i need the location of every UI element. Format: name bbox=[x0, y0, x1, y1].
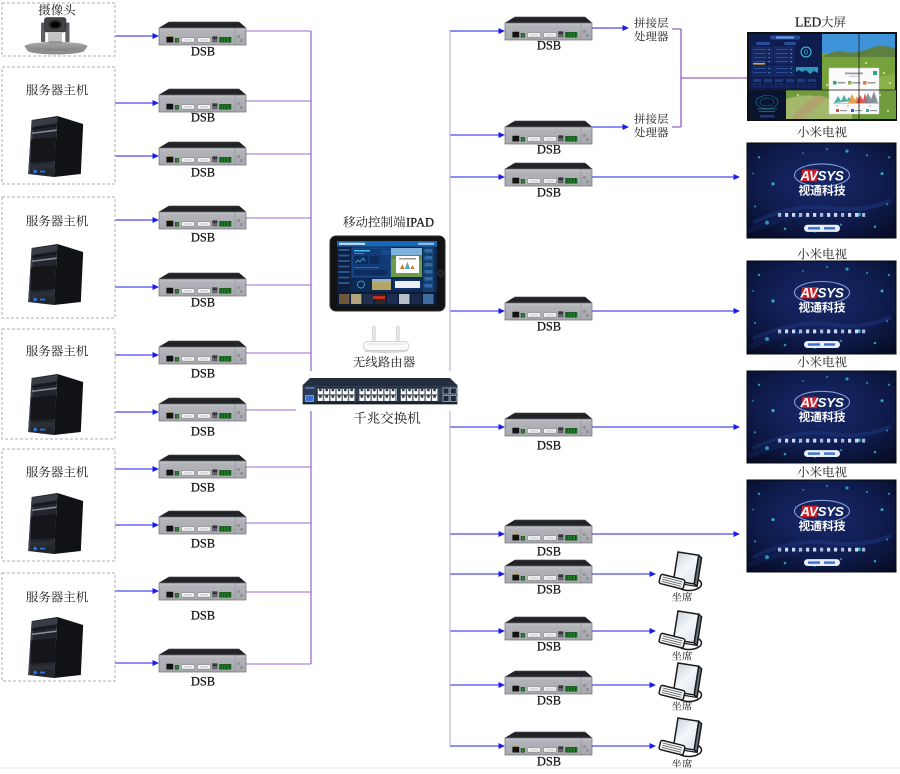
svg-text:DSB: DSB bbox=[537, 755, 561, 769]
svg-text:DSB: DSB bbox=[191, 481, 215, 495]
svg-text:DSB: DSB bbox=[191, 231, 215, 245]
svg-text:DSB: DSB bbox=[537, 694, 561, 708]
svg-text:DSB: DSB bbox=[191, 537, 215, 551]
svg-text:DSB: DSB bbox=[191, 296, 215, 310]
svg-text:DSB: DSB bbox=[191, 166, 215, 180]
svg-text:DSB: DSB bbox=[191, 367, 215, 381]
svg-text:DSB: DSB bbox=[191, 675, 215, 689]
svg-text:DSB: DSB bbox=[191, 45, 215, 59]
svg-text:DSB: DSB bbox=[537, 320, 561, 334]
svg-text:IPAD: IPAD bbox=[406, 216, 434, 230]
svg-text:DSB: DSB bbox=[537, 186, 561, 200]
svg-text:DSB: DSB bbox=[537, 39, 561, 53]
svg-text:DSB: DSB bbox=[537, 439, 561, 453]
svg-text:DSB: DSB bbox=[537, 545, 561, 559]
svg-text:0: 0 bbox=[804, 50, 808, 57]
svg-text:DSB: DSB bbox=[537, 583, 561, 597]
svg-text:DSB: DSB bbox=[191, 609, 215, 623]
svg-text:DSB: DSB bbox=[191, 111, 215, 125]
svg-text:DSB: DSB bbox=[537, 640, 561, 654]
svg-text:DSB: DSB bbox=[537, 143, 561, 157]
svg-text:LED: LED bbox=[795, 15, 821, 30]
svg-text:DSB: DSB bbox=[191, 425, 215, 439]
